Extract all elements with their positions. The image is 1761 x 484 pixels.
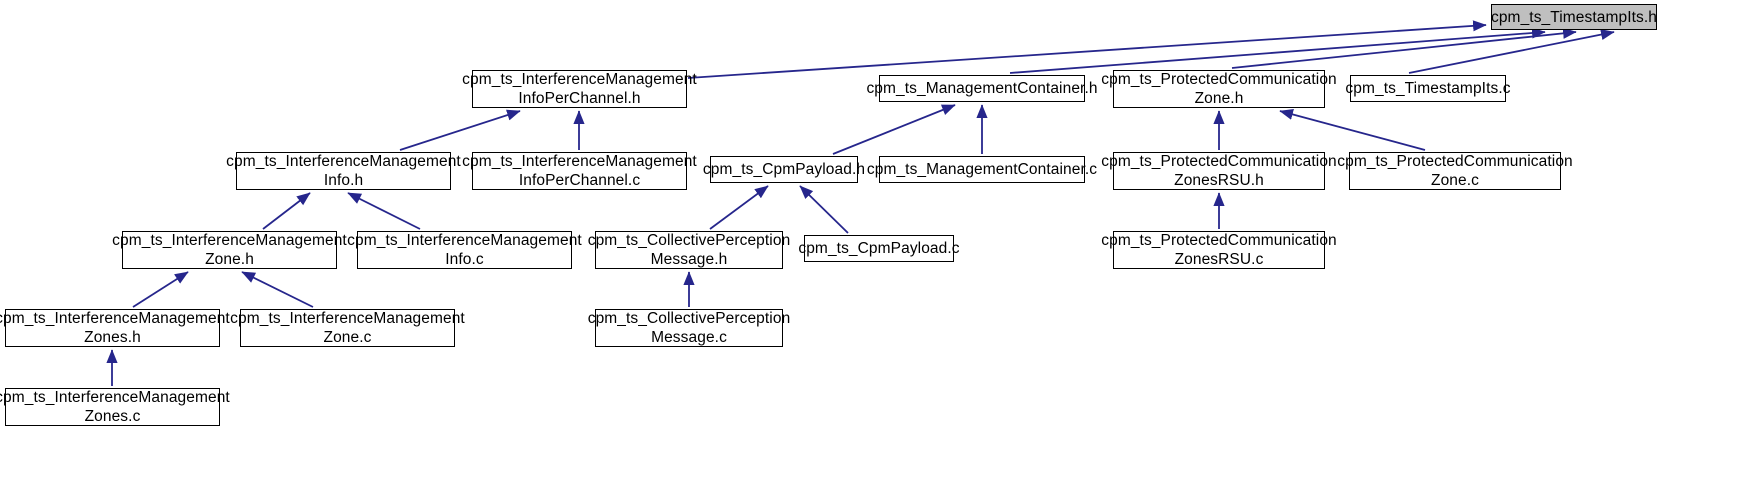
graph-node[interactable]: cpm_ts_InterferenceManagement Zones.h — [0, 309, 230, 347]
graph-node-label: cpm_ts_ProtectedCommunication ZonesRSU.h — [1101, 153, 1337, 189]
graph-node-label: cpm_ts_CollectivePerception Message.c — [587, 310, 791, 346]
graph-edge — [399, 109, 521, 151]
graph-node[interactable]: cpm_ts_CollectivePerception Message.h — [588, 231, 790, 269]
graph-node-label: cpm_ts_InterferenceManagement Zone.c — [230, 310, 465, 346]
graph-edge — [709, 185, 769, 230]
graph-node-label: cpm_ts_TimestampIts.c — [1345, 80, 1511, 97]
graph-edge — [1279, 108, 1426, 151]
graph-edge — [1009, 27, 1546, 74]
graph-edge — [241, 271, 314, 308]
graph-node[interactable]: cpm_ts_ManagementContainer.h — [866, 75, 1097, 102]
graph-node-root[interactable]: cpm_ts_TimestampIts.h — [1491, 4, 1657, 30]
graph-node-label: cpm_ts_InterferenceManagement Info.h — [226, 153, 461, 189]
graph-node-label: cpm_ts_InterferenceManagement InfoPerCha… — [462, 153, 697, 189]
graph-node-label: cpm_ts_InterferenceManagement Zone.h — [112, 232, 347, 268]
graph-edge — [832, 104, 956, 155]
graph-node-label: cpm_ts_InterferenceManagement Zones.c — [0, 389, 230, 425]
graph-node[interactable]: cpm_ts_CpmPayload.h — [703, 156, 865, 183]
graph-edge — [347, 192, 421, 230]
graph-node-label: cpm_ts_ProtectedCommunication ZonesRSU.c — [1101, 232, 1337, 268]
graph-node[interactable]: cpm_ts_InterferenceManagement InfoPerCha… — [462, 70, 697, 108]
graph-node[interactable]: cpm_ts_InterferenceManagement Info.c — [347, 231, 582, 269]
graph-node-label: cpm_ts_CpmPayload.c — [798, 240, 960, 257]
graph-edge — [1408, 29, 1615, 74]
graph-node-label: cpm_ts_InterferenceManagement InfoPerCha… — [462, 71, 697, 107]
graph-node-label: cpm_ts_CpmPayload.h — [702, 161, 866, 178]
graph-node[interactable]: cpm_ts_InterferenceManagement Zone.h — [112, 231, 347, 269]
graph-node[interactable]: cpm_ts_InterferenceManagement Info.h — [226, 152, 461, 190]
graph-node[interactable]: cpm_ts_CollectivePerception Message.c — [588, 309, 790, 347]
graph-edge — [799, 185, 849, 234]
graph-node-label: cpm_ts_TimestampIts.h — [1490, 8, 1658, 26]
graph-node[interactable]: cpm_ts_CpmPayload.c — [798, 235, 960, 262]
graph-node[interactable]: cpm_ts_InterferenceManagement Zone.c — [230, 309, 465, 347]
edges-group — [106, 20, 1615, 386]
graph-node[interactable]: cpm_ts_ProtectedCommunication ZonesRSU.h — [1101, 152, 1337, 190]
graph-edge — [132, 271, 189, 308]
graph-node-label: cpm_ts_ProtectedCommunication Zone.h — [1101, 71, 1337, 107]
graph-node[interactable]: cpm_ts_TimestampIts.c — [1345, 75, 1510, 102]
graph-edge — [262, 192, 311, 230]
graph-node-label: cpm_ts_ProtectedCommunication Zone.c — [1337, 153, 1573, 189]
graph-edge — [687, 20, 1487, 79]
graph-node[interactable]: cpm_ts_ProtectedCommunication ZonesRSU.c — [1101, 231, 1337, 269]
graph-node[interactable]: cpm_ts_InterferenceManagement Zones.c — [0, 388, 230, 426]
graph-node[interactable]: cpm_ts_ProtectedCommunication Zone.c — [1337, 152, 1573, 190]
graph-node-label: cpm_ts_InterferenceManagement Info.c — [347, 232, 582, 268]
graph-node-label: cpm_ts_ManagementContainer.c — [866, 161, 1098, 178]
graph-node[interactable]: cpm_ts_ProtectedCommunication Zone.h — [1101, 70, 1337, 108]
graph-node[interactable]: cpm_ts_InterferenceManagement InfoPerCha… — [462, 152, 697, 190]
graph-node[interactable]: cpm_ts_ManagementContainer.c — [867, 156, 1097, 183]
graph-node-label: cpm_ts_ManagementContainer.h — [866, 80, 1098, 97]
graph-node-label: cpm_ts_CollectivePerception Message.h — [587, 232, 791, 268]
graph-edge — [1231, 27, 1577, 69]
graph-node-label: cpm_ts_InterferenceManagement Zones.h — [0, 310, 230, 346]
